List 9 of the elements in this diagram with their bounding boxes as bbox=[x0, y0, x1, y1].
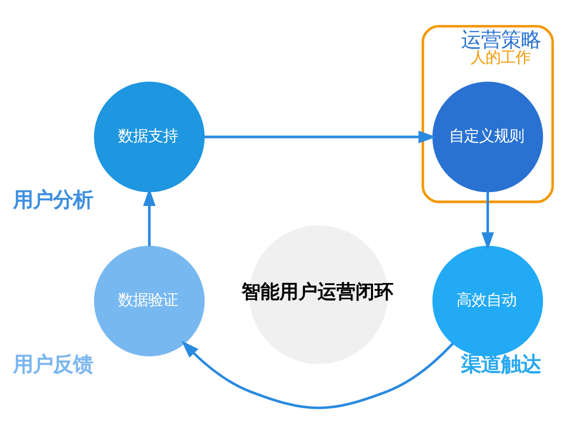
arrow bbox=[204, 130, 436, 144]
arrow bbox=[181, 340, 454, 410]
arrow bbox=[143, 188, 156, 246]
arrow bbox=[481, 192, 494, 250]
node-label: 用户分析 bbox=[13, 188, 94, 212]
node-circle: 自定义规则 bbox=[432, 82, 544, 192]
node-circle: 数据验证 bbox=[94, 246, 205, 356]
node-circle: 数据支持 bbox=[94, 82, 205, 192]
node-label: 用户反馈 bbox=[13, 352, 94, 376]
